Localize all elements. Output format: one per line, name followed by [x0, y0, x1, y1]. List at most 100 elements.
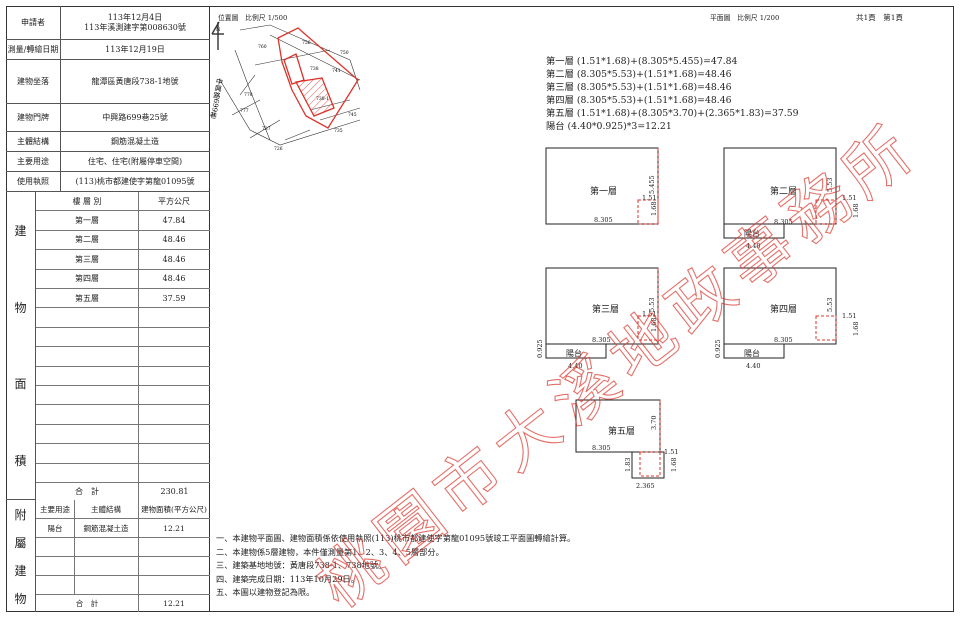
field-row: 建物門牌 中興路699巷25號 [6, 104, 210, 132]
field-value: 住宅、住宅(附屬停車空間) [87, 156, 183, 166]
svg-text:8.305: 8.305 [774, 336, 793, 344]
field-label: 使用執照 [6, 172, 61, 191]
svg-text:760: 760 [258, 44, 267, 50]
field-label: 測量/轉繪日期 [6, 40, 61, 59]
formula-line: 陽台 (4.40*0.925)*3=12.21 [546, 121, 672, 133]
svg-text:8.305: 8.305 [592, 336, 611, 344]
svg-text:741: 741 [332, 68, 341, 74]
field-value: 龍潭區黃唐段738-1地號 [91, 76, 179, 86]
applicant-number: 113年溪測建字第008630號 [84, 22, 186, 32]
svg-text:1.68: 1.68 [852, 204, 860, 218]
field-row: 主體結構 鋼筋混凝土造 [6, 132, 210, 152]
annex-header-row: 主要用途 主體結構 建物面積(平方公尺) [36, 500, 210, 519]
svg-text:1.68: 1.68 [650, 318, 658, 332]
svg-text:第三層: 第三層 [592, 303, 619, 315]
svg-text:1.51: 1.51 [642, 194, 656, 202]
annex-total-row: 合 計 12.21 [36, 595, 210, 612]
svg-text:756: 756 [302, 40, 311, 46]
formula-line: 第四層 (8.305*5.53)+(1.51*1.68)=48.46 [546, 95, 732, 107]
svg-text:1.68: 1.68 [670, 458, 678, 472]
svg-text:778: 778 [244, 92, 253, 98]
annex-side-label: 附 屬 建 物 [6, 500, 36, 612]
svg-text:738-1: 738-1 [316, 96, 329, 102]
svg-text:726: 726 [274, 146, 283, 152]
table-row [36, 557, 210, 576]
svg-text:4.40: 4.40 [746, 242, 760, 250]
area-total-row: 合 計 230.81 [36, 483, 210, 500]
svg-text:737: 737 [262, 126, 271, 132]
svg-text:第四層: 第四層 [770, 303, 797, 315]
field-row: 使用執照 (113)桃市都建使字第龍01095號 [6, 172, 210, 192]
field-label: 建物門牌 [6, 104, 61, 131]
svg-text:750: 750 [340, 50, 349, 56]
field-label: 主體結構 [6, 132, 61, 151]
svg-text:745: 745 [348, 112, 357, 118]
applicant-label: 申請者 [6, 6, 61, 39]
floor-plan-title: 平面圖 比例尺 1/200 [710, 14, 780, 22]
table-row: 陽台 鋼筋混凝土造 12.21 [36, 519, 210, 538]
table-row [36, 576, 210, 595]
plan-first-floor [545, 147, 659, 225]
field-row: 主要用途 住宅、住宅(附屬停車空間) [6, 152, 210, 172]
table-row [36, 424, 210, 445]
formula-line: 第三層 (8.305*5.53)+(1.51*1.68)=48.46 [546, 82, 732, 94]
field-label: 主要用途 [6, 152, 61, 171]
north-label: N [216, 27, 221, 33]
svg-text:2.365: 2.365 [636, 482, 655, 490]
svg-text:5.455: 5.455 [648, 175, 656, 194]
field-value: 鋼筋混凝土造 [111, 136, 159, 146]
svg-text:0.925: 0.925 [536, 339, 544, 358]
svg-text:1.51: 1.51 [842, 194, 856, 202]
svg-text:陽台: 陽台 [744, 348, 760, 358]
svg-text:8.305: 8.305 [774, 218, 793, 226]
field-row: 建物坐落 龍潭區黃唐段738-1地號 [6, 60, 210, 104]
table-row [36, 538, 210, 557]
svg-text:1.83: 1.83 [624, 458, 632, 472]
svg-text:陽台: 陽台 [744, 228, 760, 238]
road-label: 中興路699巷 [210, 76, 224, 119]
formula-line: 第五層 (1.51*1.68)+(8.305*3.70)+(2.365*1.83… [546, 108, 799, 120]
location-plan-title: 位置圖 比例尺 1/500 [218, 14, 288, 22]
formula-line: 第二層 (8.305*5.53)+(1.51*1.68)=48.46 [546, 69, 732, 81]
field-row: 測量/轉繪日期 113年12月19日 [6, 40, 210, 60]
svg-text:5.53: 5.53 [826, 178, 834, 192]
svg-text:1.51: 1.51 [642, 310, 656, 318]
table-row [36, 463, 210, 483]
table-row [36, 405, 210, 425]
field-value: 113年12月19日 [105, 44, 165, 54]
formula-line: 第一層 (1.51*1.68)+(8.305*5.455)=47.84 [546, 56, 738, 67]
svg-text:1.68: 1.68 [852, 322, 860, 336]
svg-text:5.53: 5.53 [826, 298, 834, 312]
note-line: 五、本圖以建物登記為限。 [216, 587, 315, 597]
applicant-row: 申請者 113年12月4日 113年溪測建字第008630號 [6, 6, 210, 40]
notes: 一、本建物平面圖、建物面積係依使用執照(113)桃市都建使字第龍01095號竣工… [216, 532, 575, 600]
note-line: 四、建築完成日期：113年10月29日。 [216, 573, 359, 584]
subject-parcel-outline [277, 27, 359, 129]
field-label: 建物坐落 [6, 60, 61, 103]
document-frame [6, 6, 954, 612]
svg-text:4.40: 4.40 [568, 362, 582, 370]
table-row [36, 308, 210, 328]
table-row [36, 386, 210, 406]
area-header-row: 樓 層 別 平方公尺 [36, 192, 210, 212]
svg-text:4.40: 4.40 [746, 362, 760, 370]
note-line: 三、建築基地地號：黃唐段738-1、738地號。 [216, 560, 387, 570]
table-row [36, 347, 210, 367]
field-value: (113)桃市都建使字第龍01095號 [75, 176, 195, 186]
applicant-date: 113年12月4日 [107, 12, 163, 22]
svg-text:3.70: 3.70 [650, 416, 658, 430]
svg-text:1.51: 1.51 [842, 312, 856, 320]
svg-text:0.925: 0.925 [714, 339, 722, 358]
note-line: 一、本建物平面圖、建物面積係依使用執照(113)桃市都建使字第龍01095號竣工… [216, 533, 576, 543]
table-row [36, 366, 210, 386]
svg-text:第五層: 第五層 [608, 425, 635, 437]
svg-text:735: 735 [334, 128, 343, 134]
svg-text:1.68: 1.68 [650, 202, 658, 216]
